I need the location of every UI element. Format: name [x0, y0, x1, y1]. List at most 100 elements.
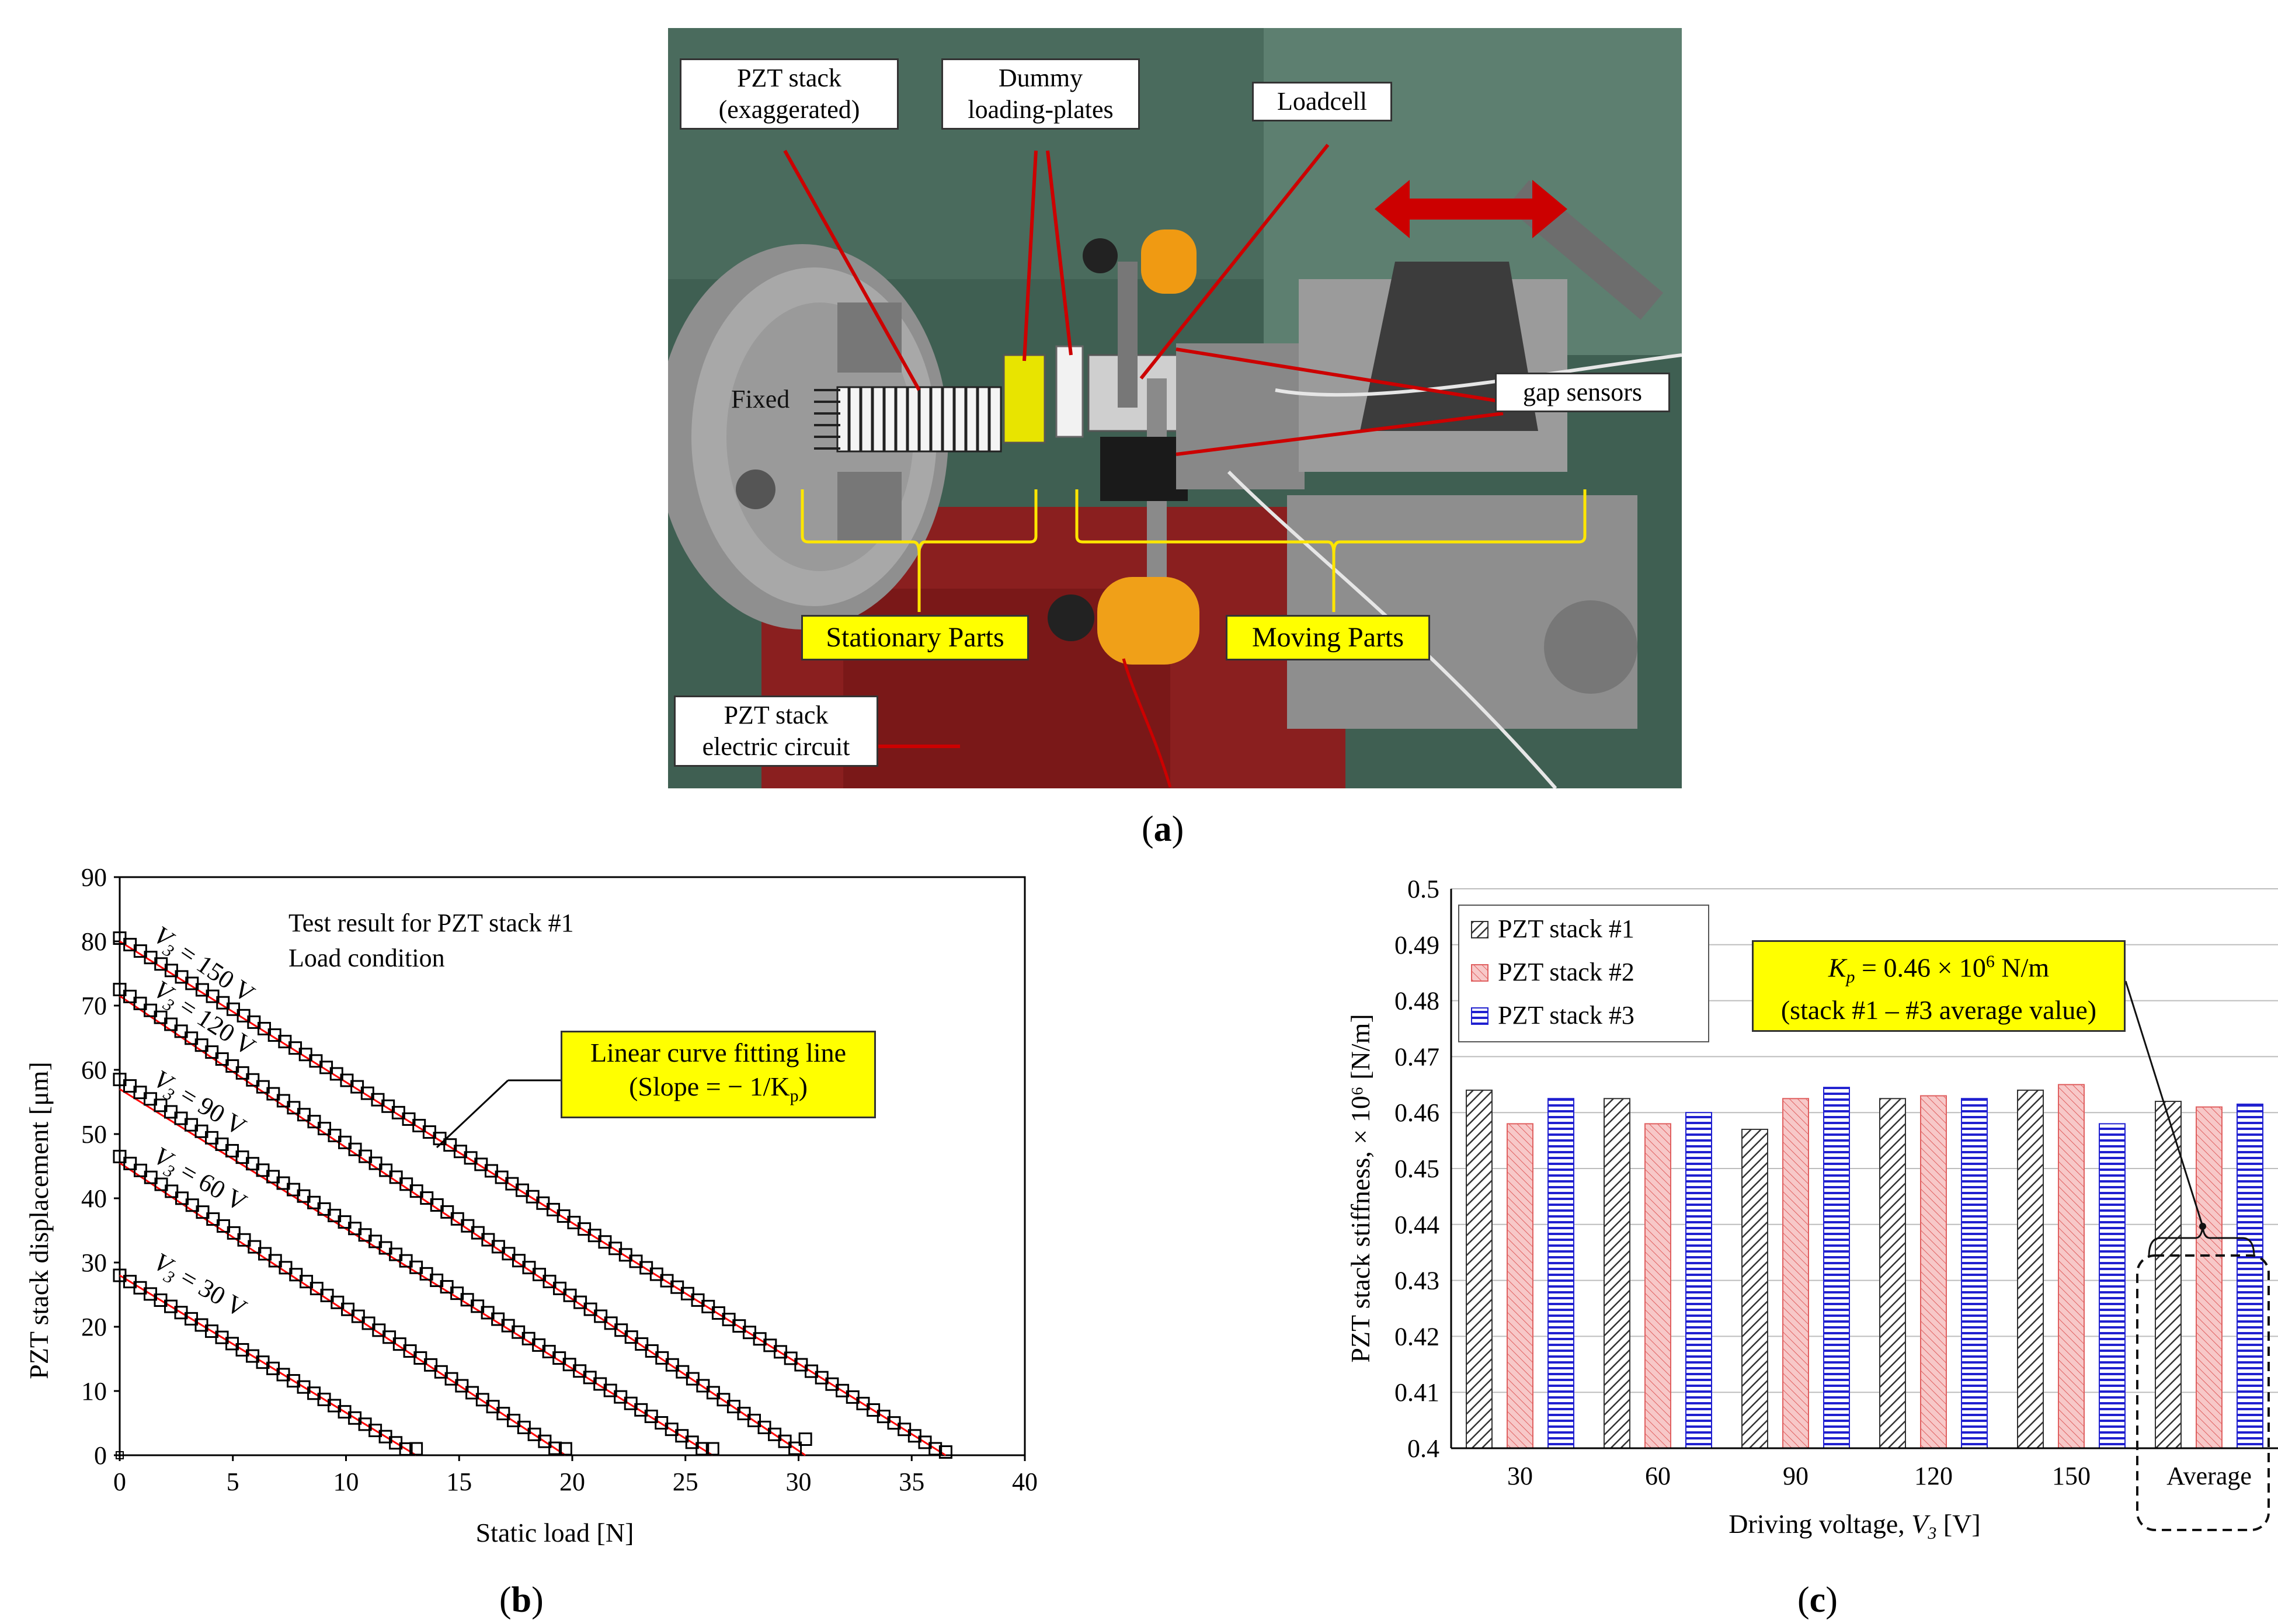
data-point	[655, 1351, 669, 1365]
fit-line-callout: Linear curve fitting line (Slope = − 1/K…	[561, 1031, 876, 1119]
data-point	[440, 1205, 454, 1219]
data-point	[430, 1198, 444, 1212]
y-tick-label: 0.45	[1394, 1154, 1439, 1183]
moving-parts-label: Moving Parts	[1226, 615, 1430, 660]
data-point	[665, 1358, 679, 1372]
data-point	[165, 1184, 179, 1198]
data-point	[695, 1442, 710, 1456]
callout-pointer	[436, 1079, 509, 1149]
data-point	[113, 1150, 127, 1163]
data-point	[368, 1156, 382, 1170]
average-highlight-box	[2136, 1254, 2270, 1531]
data-point	[217, 1219, 231, 1233]
series-label: V3 = 90 V	[147, 1065, 251, 1145]
data-point	[359, 1149, 373, 1163]
data-point	[768, 1427, 782, 1441]
panel-c-label: (c)	[1797, 1580, 1838, 1620]
data-point	[471, 1226, 485, 1240]
data-point	[309, 1282, 324, 1296]
loadcell-label: Loadcell	[1252, 82, 1392, 121]
data-point	[266, 1087, 280, 1101]
data-point	[548, 1441, 562, 1455]
x-tick-label: 120	[1914, 1462, 1953, 1490]
data-point	[542, 1274, 557, 1288]
y-tick-label: 70	[81, 992, 107, 1020]
x-tick-label: 5	[227, 1467, 239, 1496]
y-tick-label: 0.44	[1394, 1211, 1439, 1239]
bar	[1961, 1098, 1988, 1449]
y-tick-label: 90	[81, 864, 107, 892]
data-point	[517, 1420, 531, 1434]
bar	[2058, 1084, 2085, 1449]
data-point	[351, 1309, 365, 1323]
data-point	[279, 1261, 293, 1275]
bar	[1741, 1128, 1768, 1449]
legend-label-2: PZT stack #2	[1498, 958, 1634, 986]
x-tick-label: 20	[559, 1467, 585, 1496]
data-point	[928, 1442, 942, 1456]
y-tick-label: 30	[81, 1249, 107, 1277]
data-point	[123, 1156, 137, 1170]
data-point	[413, 1351, 427, 1365]
data-point	[185, 1031, 199, 1045]
data-point	[248, 1240, 262, 1254]
fixed-label: Fixed	[731, 385, 790, 413]
data-point	[320, 1288, 334, 1302]
data-point	[696, 1379, 710, 1393]
y-tick-label: 80	[81, 927, 107, 956]
data-point	[705, 1442, 719, 1456]
data-point	[938, 1445, 952, 1459]
y-tick-label: 0.5	[1407, 875, 1439, 903]
data-point	[307, 1115, 321, 1129]
data-point	[338, 1135, 352, 1149]
chart-b-annotation-1: Test result for PZT stack #1	[288, 909, 574, 937]
apparatus-illustration	[656, 28, 1682, 790]
y-tick-label: 50	[81, 1120, 107, 1149]
bar	[2099, 1123, 2126, 1449]
bar	[1644, 1123, 1671, 1449]
bar	[2017, 1089, 2044, 1449]
chart-b-annotation-2: Load condition	[288, 944, 445, 972]
data-point	[486, 1400, 500, 1414]
data-point	[532, 1268, 546, 1282]
data-point	[235, 1066, 249, 1080]
data-point	[594, 1309, 608, 1323]
bar	[1507, 1123, 1533, 1449]
data-point	[522, 1261, 536, 1275]
pzt-stack-label: PZT stack(exaggerated)	[680, 58, 899, 130]
data-point	[154, 1010, 168, 1024]
data-point	[614, 1323, 628, 1337]
data-point	[237, 1233, 251, 1247]
data-point	[538, 1434, 552, 1448]
stationary-parts-label: Stationary Parts	[801, 615, 1029, 660]
data-point	[747, 1413, 761, 1427]
data-point	[287, 1101, 301, 1115]
bar	[2237, 1103, 2263, 1449]
legend-swatch-2	[1471, 964, 1488, 982]
bar	[1782, 1098, 1809, 1449]
y-tick-label: 0.4	[1407, 1434, 1439, 1463]
bar	[1547, 1098, 1574, 1449]
data-point	[289, 1268, 303, 1282]
data-point	[461, 1219, 475, 1233]
data-point	[686, 1372, 700, 1386]
x-tick-label: 90	[1783, 1462, 1809, 1490]
stiffness-bar-chart: 0.40.410.420.430.440.450.460.470.480.490…	[1345, 875, 2278, 1543]
data-point	[134, 1163, 148, 1177]
data-point	[175, 1191, 189, 1205]
y-tick-label: 20	[81, 1313, 107, 1341]
data-point	[434, 1365, 448, 1379]
data-point	[389, 1170, 403, 1184]
data-point	[778, 1434, 792, 1448]
data-point	[225, 1059, 239, 1073]
fit-line	[119, 940, 947, 1456]
data-point	[563, 1288, 577, 1302]
data-point	[717, 1393, 731, 1407]
data-point	[194, 1038, 208, 1052]
data-point	[726, 1400, 740, 1414]
data-point	[328, 1128, 342, 1142]
data-point	[798, 1432, 812, 1446]
x-tick-label: Average	[2166, 1462, 2252, 1490]
